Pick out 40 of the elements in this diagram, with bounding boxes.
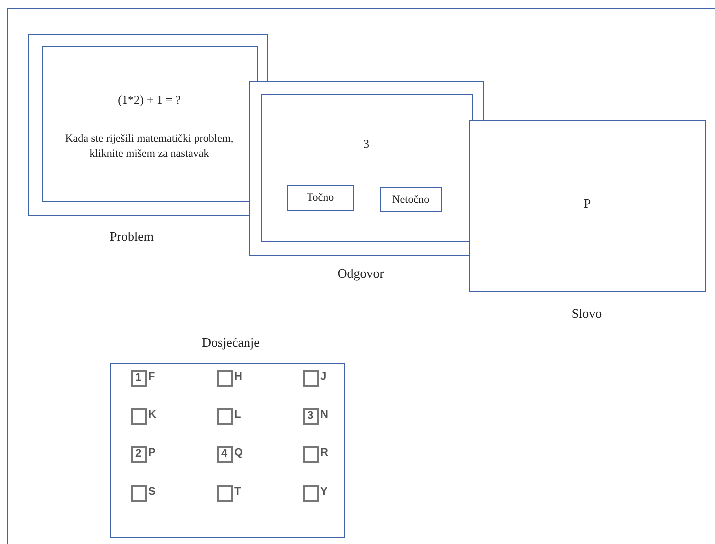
screen-caption: Odgovor (338, 266, 384, 282)
screen-frame (28, 34, 268, 216)
equation-text: (1*2) + 1 = ? (117, 92, 182, 108)
checkbox (302, 446, 318, 462)
letter-label: S (148, 486, 156, 498)
letter-label: F (148, 370, 156, 382)
letter-text: P (582, 195, 592, 213)
letter-label: P (148, 446, 156, 458)
screen-caption: Slovo (572, 306, 602, 322)
letter-label: N (320, 408, 328, 420)
checkbox: 3 (302, 408, 318, 424)
checkbox (130, 484, 146, 502)
screen-panel (42, 46, 258, 202)
letter-label: L (234, 408, 242, 420)
letter-label: H (234, 370, 242, 382)
recall-panel (110, 363, 345, 538)
letter-label: J (320, 370, 327, 382)
screen-frame (249, 81, 484, 256)
answer-button: Netočno (380, 187, 442, 212)
checkbox: 4 (216, 446, 232, 462)
checkbox (216, 370, 232, 386)
letter-label: K (148, 408, 156, 420)
answer-button: Točno (287, 185, 354, 211)
screen-caption: Dosjećanje (202, 335, 260, 351)
letter-label: Y (320, 486, 328, 498)
screen-caption: Problem (110, 229, 154, 245)
checkbox (302, 484, 318, 502)
checkbox: 2 (130, 446, 146, 462)
checkbox (302, 370, 318, 386)
letter-label: T (234, 486, 242, 498)
checkbox (216, 484, 232, 502)
letter-label: R (320, 446, 328, 458)
letter-label: Q (234, 446, 244, 458)
checkbox (216, 408, 232, 424)
checkbox: 1 (130, 370, 146, 386)
letter-screen (469, 120, 706, 292)
screen-panel (260, 94, 472, 242)
instruction-text: Kada ste riješili matematički problem, kliknite mišem za nastavak (64, 132, 235, 162)
answer-number: 3 (362, 136, 370, 152)
checkbox (130, 408, 146, 424)
